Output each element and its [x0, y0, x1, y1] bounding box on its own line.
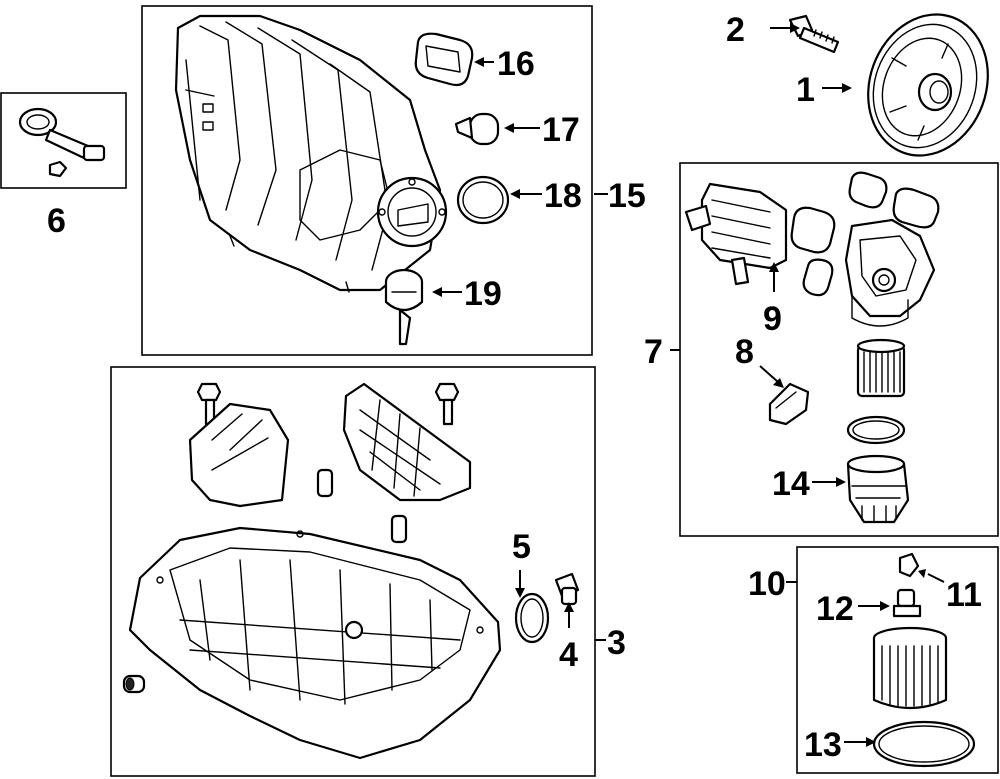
part-10-filter-kit [872, 552, 976, 768]
part-2-bolt [788, 14, 840, 54]
callout-7: 7 [644, 333, 663, 371]
callout-17: 17 [542, 111, 580, 149]
part-5-gasket [514, 592, 550, 644]
part-18-gasket [456, 175, 510, 225]
part-7-oil-cooler [684, 171, 940, 524]
leader-lines [432, 23, 945, 747]
callout-11: 11 [946, 576, 982, 614]
callout-4: 4 [559, 636, 578, 674]
callout-9: 9 [763, 300, 782, 338]
callout-3: 3 [607, 624, 626, 662]
callout-10: 10 [748, 565, 786, 603]
callout-8: 8 [735, 333, 754, 371]
callout-5: 5 [512, 528, 531, 566]
callout-numbers: 1 2 3 4 5 6 7 8 9 10 11 12 13 14 15 16 1… [47, 11, 982, 764]
box-oil-filter-kit [796, 546, 999, 774]
callout-12: 12 [816, 590, 854, 628]
callout-1: 1 [796, 71, 815, 109]
part-15-intake-manifold [174, 14, 448, 293]
callout-2: 2 [726, 11, 745, 49]
part-16-gasket [414, 32, 474, 87]
box-oil-pan [110, 366, 596, 777]
box-intake-manifold [141, 5, 593, 356]
callout-14: 14 [772, 465, 810, 503]
callout-18: 18 [544, 177, 582, 215]
part-6-sensor [18, 107, 106, 178]
part-17-seal [454, 112, 500, 146]
part-19-actuator [384, 268, 424, 346]
callout-13: 13 [804, 726, 842, 764]
callout-16: 16 [497, 45, 535, 83]
callout-19: 19 [464, 275, 502, 313]
callout-6: 6 [47, 202, 66, 240]
part-3-oil-pan [122, 382, 502, 760]
part-4-plug [554, 572, 580, 606]
box-part-6 [0, 92, 127, 189]
callout-15: 15 [608, 177, 646, 215]
part-8-sensor [768, 382, 810, 426]
part-1-crank-pulley [867, 13, 989, 157]
